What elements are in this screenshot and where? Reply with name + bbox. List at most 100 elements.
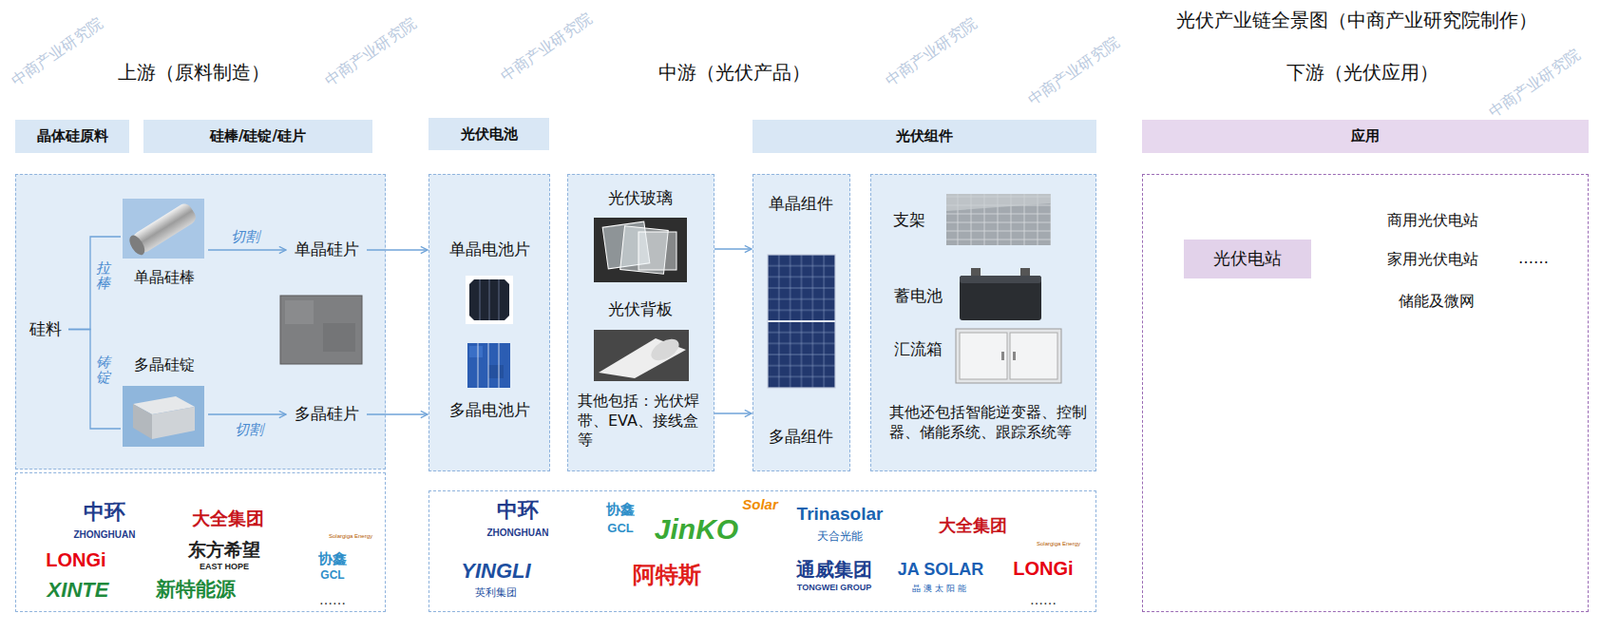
company-logo: S	[342, 495, 359, 525]
note-text: 其他还包括智能逆变器、控制器、储能系统、跟踪系统等	[889, 402, 1087, 443]
company-logo: 天合光能	[817, 529, 863, 545]
node-text: 多晶硅片	[294, 403, 360, 424]
company-logo: XINTE	[47, 576, 110, 605]
cell-label: 单晶电池片	[449, 238, 531, 260]
part-label: 汇流箱	[894, 338, 943, 360]
panel-ground	[870, 173, 1097, 472]
panel-ground	[567, 173, 715, 472]
mounting-rack-picture	[946, 193, 1051, 246]
combiner-box-picture	[955, 328, 1062, 383]
combiner-box-picture	[959, 332, 1008, 380]
panel-ground	[15, 173, 1097, 472]
mono-cell-picture	[465, 275, 514, 324]
stage-panel: 硅料单晶硅棒多晶硅锭单晶硅片多晶硅片	[15, 173, 386, 470]
mounting-rack-picture	[946, 193, 1051, 211]
silicon-ingot-picture	[152, 406, 195, 439]
battery-picture	[959, 275, 1042, 284]
stage-panel: 单晶电池片多晶电池片	[428, 173, 551, 472]
pv-glass-picture	[638, 231, 677, 270]
silicon-rod-picture	[126, 232, 148, 258]
category-bar: 硅棒/硅锭/硅片	[143, 119, 373, 153]
combiner-box-picture	[1012, 351, 1016, 361]
company-logo: 中环	[496, 496, 539, 525]
company-logo: 新特能源	[155, 576, 236, 603]
mono-cell-picture	[465, 275, 514, 324]
connector-label: 拉棒	[95, 260, 111, 292]
connector-label: 切割	[234, 420, 264, 439]
company-logo: YINGLI	[460, 557, 531, 586]
section-heading: 上游（原料制造）	[117, 60, 270, 85]
company-logo: LONGi	[1012, 555, 1073, 581]
material-label: 光伏背板	[608, 298, 673, 320]
node-text: 单晶硅棒	[133, 267, 195, 287]
company-logo: JA SOLAR	[897, 558, 984, 581]
material-label: 光伏玻璃	[608, 187, 673, 209]
watermark: 中商产业研究院	[321, 14, 420, 92]
battery-picture	[959, 275, 1042, 321]
silicon-ingot-picture	[122, 385, 205, 447]
silicon-rod-picture	[122, 198, 205, 259]
product-label: 多晶硅片	[286, 401, 367, 427]
company-logo: 英利集团	[475, 586, 517, 600]
company-logo: 阿特斯	[632, 560, 702, 591]
pv-backsheet-picture	[593, 329, 689, 381]
company-logo: S	[1051, 504, 1067, 533]
company-logo: 大全集团	[191, 506, 265, 531]
node-text: 家用光伏电站	[1387, 249, 1479, 269]
ellipsis: ……	[1029, 590, 1057, 609]
company-logo: EAST HOPE	[199, 561, 249, 573]
note-text: 其他包括：光伏焊带、EVA、接线盒等	[577, 391, 705, 451]
stage-panel: 光伏玻璃光伏背板其他包括：光伏焊带、EVA、接线盒等	[567, 173, 715, 472]
connector	[208, 248, 286, 250]
company-logo: 中环	[83, 498, 126, 527]
company-logo: GCL	[607, 520, 633, 537]
company-logo: JinKO	[654, 510, 739, 548]
diagram-title: 光伏产业链全景图（中商产业研究院制作）	[1176, 8, 1538, 33]
node-text: 光伏组件	[895, 127, 953, 146]
node-text: 光伏电站	[1213, 247, 1282, 270]
company-logo: Trinasolar	[797, 502, 884, 527]
node-text: 应用	[1351, 127, 1380, 146]
company-logo: LONGi	[45, 547, 106, 572]
company-logo: TONGWEI GROUP	[797, 582, 872, 594]
category-bar: 光伏组件	[752, 119, 1097, 153]
watermark: 中商产业研究院	[496, 9, 595, 87]
connector	[208, 413, 286, 415]
silicon-rod-picture	[122, 198, 205, 259]
connector	[68, 236, 121, 330]
section-heading: 中游（光伏产品）	[658, 60, 811, 85]
mono-cell-picture	[479, 279, 481, 321]
node-text: 储能及微网	[1398, 291, 1475, 311]
pv-module-picture	[767, 254, 836, 388]
cell-label: 多晶电池片	[449, 399, 531, 420]
company-logos: 中环ZHONGHUAN大全集团SSolargiga EnergyLONGi东方希…	[15, 472, 386, 612]
node-text: 硅棒/硅锭/硅片	[209, 127, 306, 146]
silicon-wafer-picture	[280, 295, 362, 364]
combiner-box-picture	[1009, 332, 1058, 380]
mono-cell-picture	[498, 279, 500, 321]
company-logo: 协鑫	[606, 500, 635, 520]
module-label: 多晶组件	[768, 425, 834, 447]
panel-ground	[428, 173, 551, 472]
poly-cell-picture	[467, 342, 511, 388]
stage-panel: 单晶组件多晶组件	[752, 173, 851, 472]
combiner-box-picture	[955, 328, 1062, 383]
poly-cell-picture	[488, 342, 490, 388]
product-item: 单晶硅棒	[120, 195, 209, 289]
node-text: 硅料	[29, 319, 62, 340]
company-logo: Solar	[742, 495, 779, 515]
node-text: 单晶硅片	[294, 239, 360, 260]
company-logo: ZHONGHUAN	[74, 528, 136, 541]
silicon-wafer-picture	[323, 323, 356, 352]
pv-module-picture	[767, 320, 836, 323]
material-label: 硅料	[22, 316, 69, 343]
silicon-rod-picture	[126, 201, 199, 258]
pv-glass-picture	[593, 217, 687, 283]
company-logo: 大全集团	[938, 514, 1008, 536]
connector-label: 铸锭	[95, 354, 111, 386]
application-item: 商用光伏电站	[1375, 208, 1490, 232]
module-label: 单晶组件	[768, 192, 834, 214]
company-logo: Solargiga Energy	[1036, 540, 1081, 549]
combiner-box-picture	[1001, 351, 1005, 361]
part-label: 蓄电池	[894, 285, 943, 306]
